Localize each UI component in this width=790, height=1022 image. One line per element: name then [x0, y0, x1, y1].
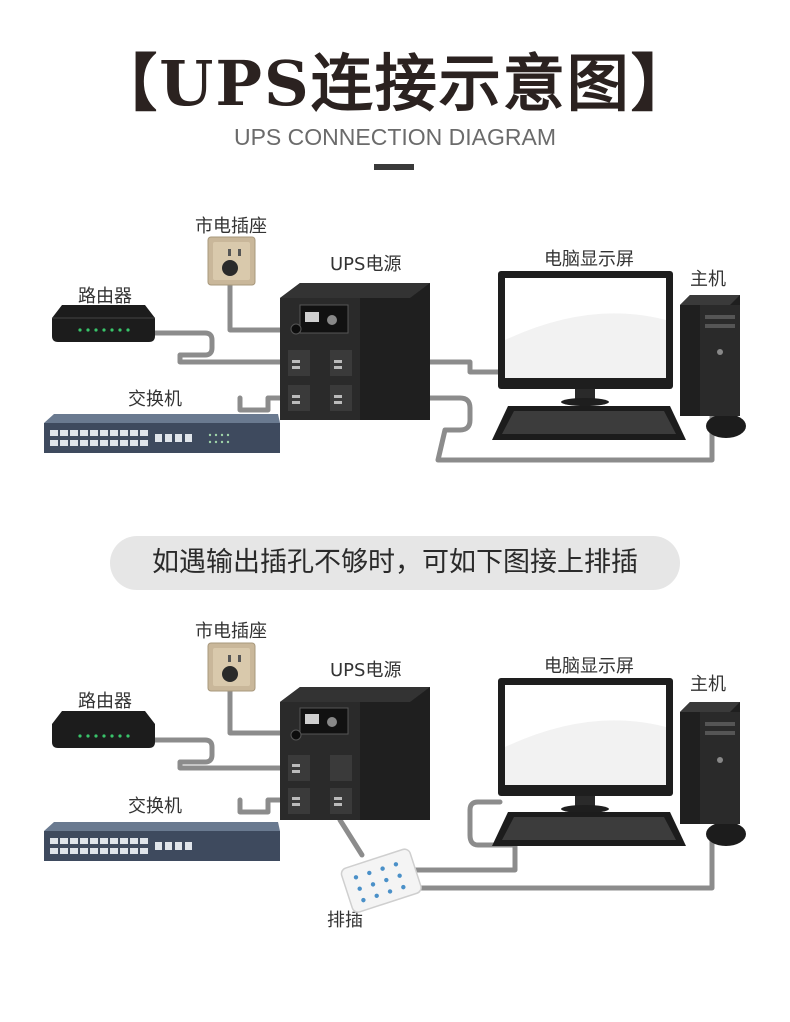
- power-strip-label: 排插: [327, 910, 363, 931]
- ups-unit-2: [280, 687, 430, 820]
- router: [52, 305, 155, 342]
- outlet-label: 市电插座: [195, 216, 267, 237]
- host-label-2: 主机: [690, 674, 726, 695]
- cable-router-ups: [147, 330, 293, 365]
- wall-outlet: [207, 236, 256, 286]
- switch-label: 交换机: [128, 389, 182, 410]
- mouse-2: [706, 822, 746, 846]
- title-underline: [374, 164, 414, 170]
- keyboard-2: [492, 812, 686, 846]
- router-label: 路由器: [78, 286, 132, 307]
- power-strip: [340, 848, 422, 913]
- host-label: 主机: [690, 269, 726, 290]
- cable-switch-ups: [237, 395, 293, 413]
- monitor-2: [498, 678, 673, 813]
- outlet-label-2: 市电插座: [195, 621, 267, 642]
- cable-ups-host: [357, 395, 715, 463]
- mouse: [706, 414, 746, 438]
- cables-2: [147, 687, 715, 891]
- cable-strip-monitor: [407, 799, 518, 873]
- network-switch-2: [44, 822, 280, 861]
- host-tower-2: [680, 702, 740, 824]
- wall-outlet-2: [207, 642, 256, 692]
- host-tower: [680, 295, 740, 416]
- cable-outlet-ups: [227, 272, 283, 333]
- ups-label-2: UPS电源: [330, 660, 402, 681]
- monitor-label-2: 电脑显示屏: [544, 656, 634, 677]
- router-2: [52, 711, 155, 748]
- network-switch: [44, 414, 280, 453]
- switch-label-2: 交换机: [128, 796, 182, 817]
- page-subtitle: UPS CONNECTION DIAGRAM: [233, 124, 557, 150]
- keyboard: [492, 406, 686, 440]
- cable-switch-ups-2: [237, 797, 293, 815]
- cable-outlet-ups-2: [227, 687, 293, 736]
- power-strip-banner: 如遇输出插孔不够时，可如下图接上排插: [110, 536, 680, 590]
- cable-router-ups-2: [147, 737, 293, 771]
- router-label-2: 路由器: [78, 691, 132, 712]
- monitor-label: 电脑显示屏: [544, 249, 634, 270]
- monitor: [498, 271, 673, 406]
- cable-strip-host: [412, 827, 715, 891]
- ups-unit: [280, 283, 430, 420]
- ups-label: UPS电源: [330, 254, 402, 275]
- page-title: 【UPS连接示意图】: [95, 47, 695, 120]
